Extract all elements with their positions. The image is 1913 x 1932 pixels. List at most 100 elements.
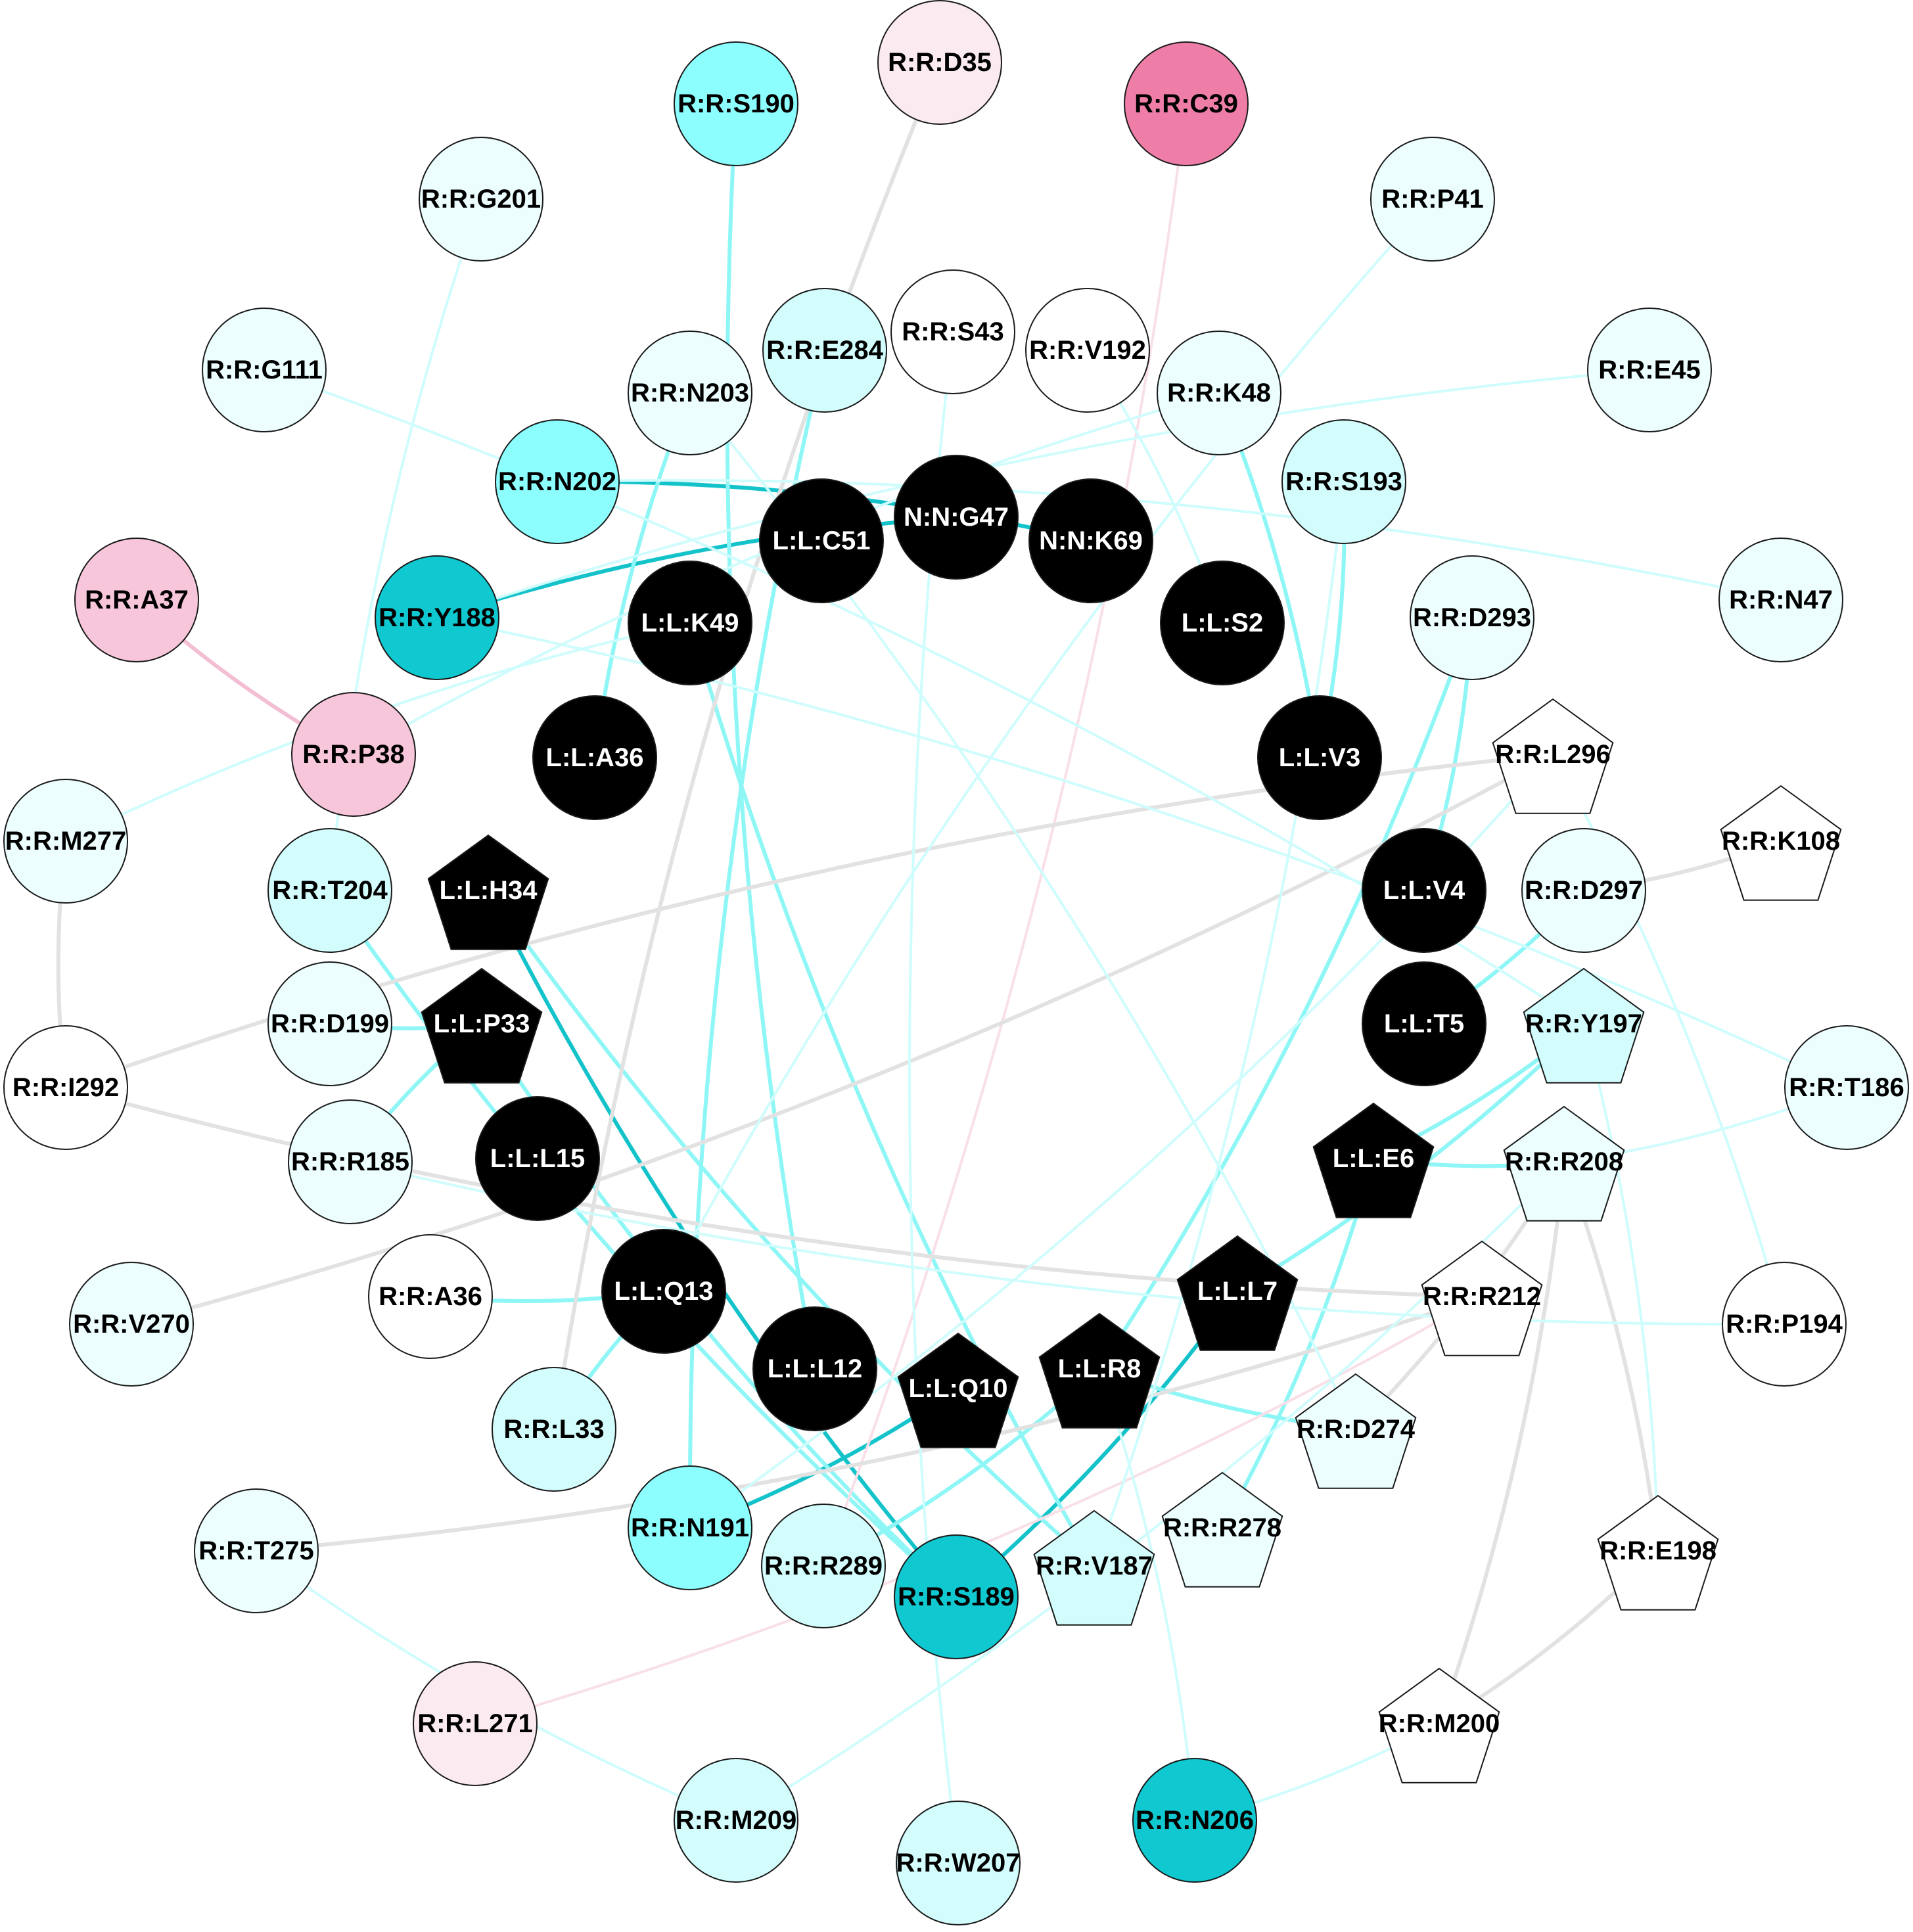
node-circle: [628, 331, 752, 455]
node-circle: [1718, 538, 1843, 662]
node-label: L:L:Q13: [614, 1277, 713, 1306]
node-pentagon: [1312, 1102, 1435, 1218]
node-l-l-a36: L:L:A36: [532, 695, 657, 820]
node-r-r-r289: R:R:R289: [761, 1504, 886, 1628]
node-label: R:R:E45: [1598, 356, 1701, 384]
node-label: R:R:P38: [302, 740, 405, 769]
node-label: R:R:K48: [1167, 379, 1271, 407]
node-pentagon: [1720, 785, 1842, 901]
node-pentagon: [1492, 698, 1614, 814]
node-circle: [1362, 961, 1487, 1086]
node-label: R:R:N206: [1136, 1806, 1254, 1835]
node-r-r-d199: R:R:D199: [267, 961, 392, 1086]
node-r-r-t186: R:R:T186: [1784, 1025, 1909, 1150]
node-l-l-q13: L:L:Q13: [601, 1229, 726, 1354]
node-label: R:R:M209: [676, 1806, 796, 1835]
node-label: R:R:N47: [1729, 586, 1833, 614]
node-r-r-d297: R:R:D297: [1521, 828, 1646, 953]
node-label: R:R:L33: [503, 1415, 604, 1444]
node-pentagon: [1378, 1667, 1500, 1783]
node-pentagon: [427, 834, 549, 950]
node-r-r-e198: R:R:E198: [1597, 1494, 1719, 1611]
node-circle: [413, 1661, 538, 1786]
node-r-r-v270: R:R:V270: [69, 1262, 194, 1387]
node-circle: [69, 1262, 194, 1387]
node-pentagon: [1597, 1494, 1719, 1611]
node-l-l-e6: L:L:E6: [1312, 1102, 1435, 1218]
node-label: L:L:C51: [773, 526, 871, 555]
node-l-l-l15: L:L:L15: [475, 1096, 600, 1221]
node-label: R:R:E198: [1600, 1536, 1717, 1565]
node-r-r-l271: R:R:L271: [413, 1661, 538, 1786]
node-label: R:R:W207: [896, 1849, 1021, 1877]
node-l-l-q10: L:L:Q10: [897, 1332, 1019, 1448]
edge-r-r-n206-to-l-l-r8: [1098, 1368, 1196, 1821]
node-circle: [267, 828, 392, 953]
node-r-r-s189: R:R:S189: [894, 1534, 1019, 1659]
node-r-r-p194: R:R:P194: [1722, 1262, 1847, 1387]
node-label: R:R:T204: [272, 876, 388, 905]
node-l-l-t5: L:L:T5: [1362, 961, 1487, 1086]
node-label: L:L:L12: [768, 1354, 862, 1383]
node-l-l-v3: L:L:V3: [1257, 695, 1382, 820]
node-l-l-l7: L:L:L7: [1176, 1235, 1299, 1351]
node-r-r-n191: R:R:N191: [628, 1465, 752, 1590]
node-circle: [1281, 419, 1406, 544]
node-label: R:R:S190: [678, 89, 795, 118]
node-label: R:R:Y188: [379, 603, 496, 632]
node-label: R:R:P194: [1726, 1310, 1843, 1339]
node-label: R:R:D274: [1297, 1415, 1416, 1444]
node-r-r-a36: R:R:A36: [368, 1234, 493, 1359]
node-label: R:R:R278: [1163, 1513, 1281, 1542]
node-circle: [1362, 828, 1487, 953]
node-label: R:R:T275: [198, 1536, 314, 1565]
edge-r-r-r208-to-r-r-m200: [1437, 1161, 1566, 1724]
node-l-l-r8: L:L:R8: [1038, 1312, 1161, 1429]
node-pentagon: [1161, 1471, 1283, 1588]
node-circle: [419, 137, 543, 262]
node-circle: [1124, 41, 1249, 166]
node-circle: [1157, 331, 1281, 455]
node-label: L:L:P33: [434, 1009, 530, 1038]
node-r-r-y188: R:R:Y188: [375, 555, 499, 680]
node-circle: [495, 419, 620, 544]
node-r-r-t275: R:R:T275: [194, 1488, 319, 1613]
node-label: R:R:E284: [766, 336, 884, 365]
node-r-r-v187: R:R:V187: [1033, 1509, 1155, 1626]
node-label: R:R:S193: [1285, 467, 1402, 496]
edge-r-r-n47-to-r-r-n202: [557, 478, 1782, 601]
node-label: L:L:R8: [1058, 1354, 1141, 1383]
node-label: R:R:S43: [902, 317, 1004, 346]
node-label: L:L:H34: [440, 876, 538, 905]
node-r-r-c39: R:R:C39: [1124, 41, 1249, 166]
node-r-r-i292: R:R:I292: [3, 1025, 128, 1150]
node-r-r-t204: R:R:T204: [267, 828, 392, 953]
node-label: R:R:G111: [206, 356, 323, 384]
node-circle: [752, 1306, 877, 1431]
node-label: L:L:K49: [641, 609, 739, 637]
node-pentagon: [1503, 1105, 1625, 1222]
node-l-l-s2: L:L:S2: [1160, 561, 1285, 685]
edge-r-r-l296-to-r-r-v270: [131, 752, 1554, 1326]
node-label: R:R:A37: [85, 586, 189, 614]
node-pentagon: [421, 967, 543, 1084]
node-pentagon: [1038, 1312, 1161, 1429]
node-r-r-r212: R:R:R212: [1421, 1240, 1543, 1356]
node-circle: [267, 961, 392, 1086]
node-label: L:L:L15: [490, 1144, 585, 1173]
node-circle: [202, 308, 327, 432]
node-circle: [1025, 288, 1150, 413]
node-circle: [3, 779, 128, 904]
node-label: R:R:S189: [898, 1582, 1015, 1611]
edge-r-r-t275-to-r-r-r212: [256, 1295, 1483, 1553]
node-r-r-n206: R:R:N206: [1132, 1758, 1257, 1883]
node-circle: [759, 478, 884, 603]
node-circle: [628, 561, 752, 685]
node-label: R:R:V187: [1036, 1552, 1153, 1580]
node-label: R:R:A36: [379, 1282, 482, 1311]
node-r-r-e45: R:R:E45: [1587, 308, 1712, 432]
node-r-r-n47: R:R:N47: [1718, 538, 1843, 662]
node-circle: [1370, 137, 1495, 262]
